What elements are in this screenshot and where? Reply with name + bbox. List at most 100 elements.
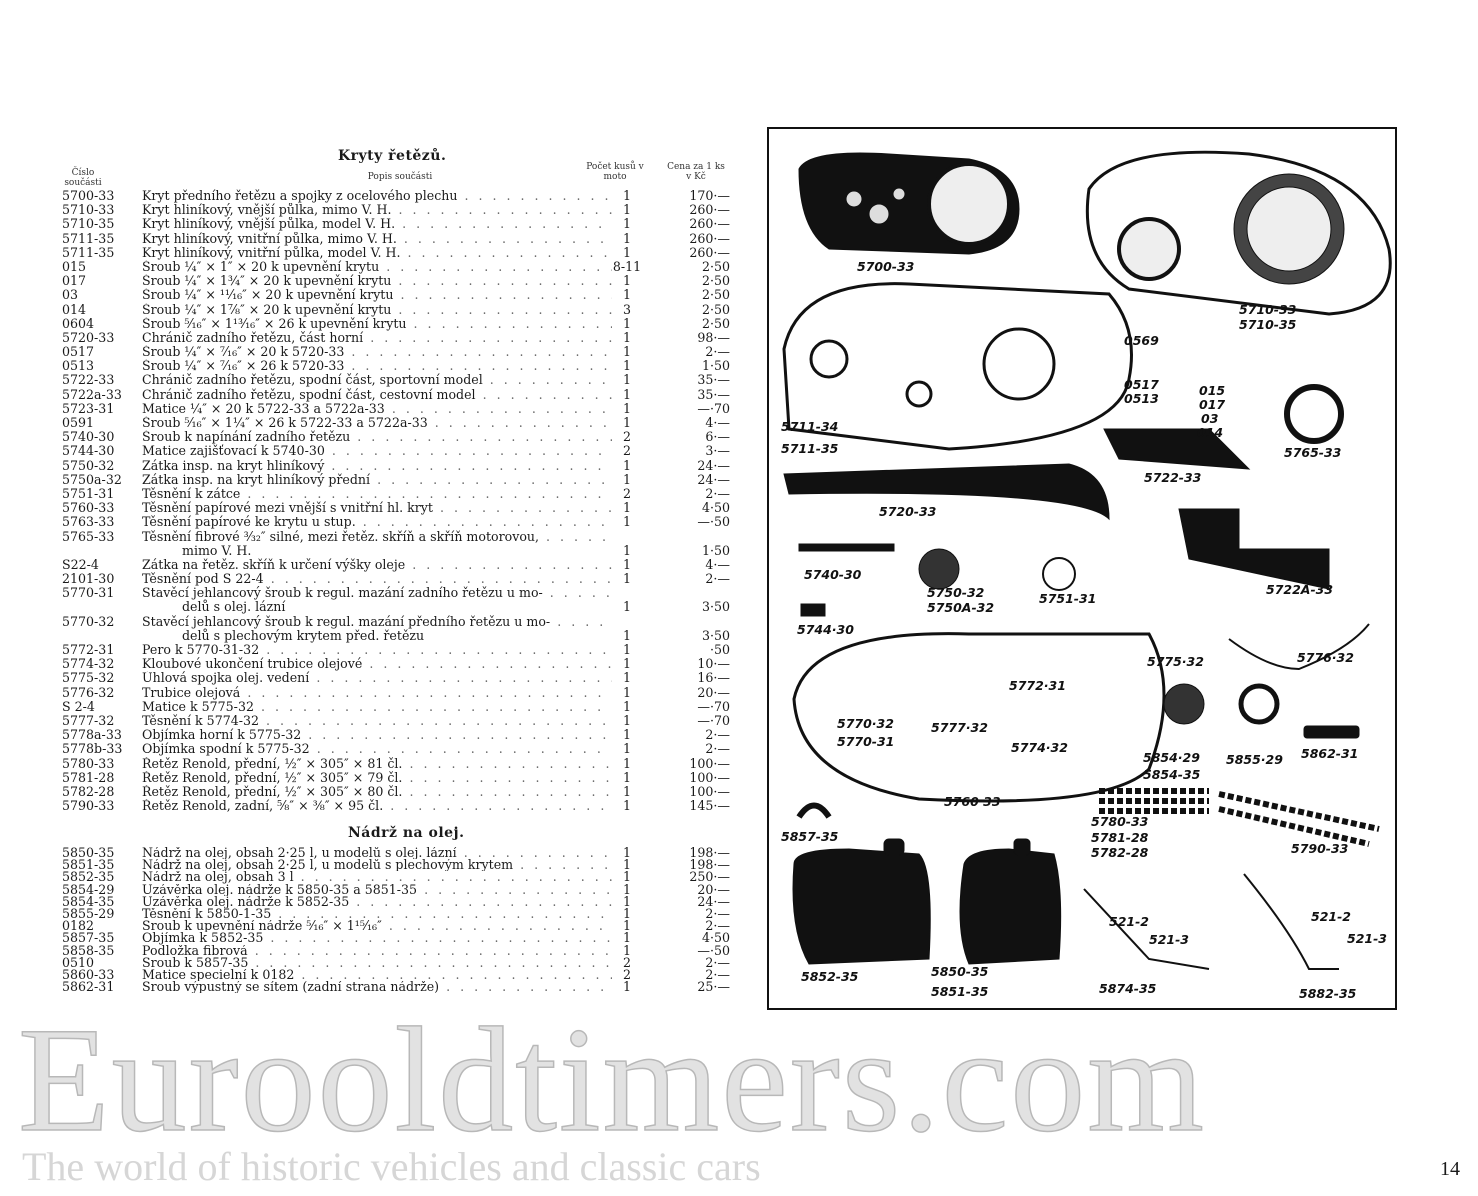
part-number: 5778a-33 bbox=[62, 727, 122, 743]
part-description: Kryt hliníkový, vnitřní půlka, model V. … bbox=[142, 246, 612, 260]
part-quantity: 1 bbox=[622, 857, 631, 873]
part-quantity: 1 bbox=[622, 979, 631, 995]
part-quantity: 1 bbox=[622, 798, 631, 814]
part-quantity: 1 bbox=[622, 881, 631, 897]
part-price: 6·— bbox=[705, 429, 730, 445]
part-price: 2·— bbox=[705, 918, 730, 934]
diagram-part-label: 5855·29 bbox=[1226, 752, 1283, 767]
diagram-part-label: 5774·32 bbox=[1011, 740, 1068, 755]
diagram-part-label: 5782-28 bbox=[1091, 845, 1149, 860]
part-number: 2101-30 bbox=[62, 571, 115, 587]
diagram-part-label: 5770·32 bbox=[837, 716, 894, 731]
part-description: Kryt hliníkový, vnější půlka, mimo V. H. bbox=[142, 203, 612, 217]
part-description: Těsnění papírové ke krytu u stup. bbox=[142, 515, 612, 529]
lower-chain-guard-shape bbox=[1103, 428, 1251, 470]
part-description-continued: delů s olej. lázní bbox=[182, 599, 286, 615]
diagram-part-label: 5854-35 bbox=[1143, 767, 1201, 782]
part-description: Stavěcí jehlancový šroub k regul. mazání… bbox=[142, 586, 612, 600]
part-price: 1·50 bbox=[701, 358, 730, 374]
header-price: Cena za 1 ks v Kč bbox=[667, 162, 725, 182]
part-number: 5780-33 bbox=[62, 755, 115, 771]
diagram-part-label: 0569 bbox=[1124, 333, 1159, 348]
part-number: 5862-31 bbox=[62, 979, 115, 995]
part-quantity: 1 bbox=[622, 329, 631, 345]
part-number: 5765-33 bbox=[62, 528, 115, 544]
part-description: Matice specielní k 0182 bbox=[142, 969, 612, 981]
part-number: 5782-28 bbox=[62, 783, 115, 799]
diagram-part-label: 5750-32 bbox=[927, 585, 985, 600]
part-quantity: 1 bbox=[622, 471, 631, 487]
part-description: Řetěz Renold, přední, ½″ × 305″ × 79 čl. bbox=[142, 771, 612, 785]
table-row: 5770-31 Stavěcí jehlancový šroub k regul.… bbox=[62, 586, 734, 600]
part-number: 5750-32 bbox=[62, 457, 115, 473]
part-quantity: 1 bbox=[622, 244, 631, 260]
part-number: 5778b-33 bbox=[62, 741, 123, 757]
part-description: Objímka k 5852-35 bbox=[142, 932, 612, 944]
part-price: 2·50 bbox=[701, 287, 730, 303]
header-part-number: Číslo součásti bbox=[64, 168, 102, 188]
part-price: 2·50 bbox=[701, 258, 730, 274]
diagram-part-label: 521-3 bbox=[1149, 932, 1189, 947]
part-number: 5710-35 bbox=[62, 216, 115, 232]
part-description: Kryt předního řetězu a spojky z ocelovéh… bbox=[142, 189, 612, 203]
part-number: 5854-29 bbox=[62, 881, 115, 897]
part-quantity: 2 bbox=[622, 954, 631, 970]
part-number: 0591 bbox=[62, 415, 95, 430]
part-quantity: 1 bbox=[622, 599, 631, 615]
part-description: Šroub ⁵⁄₁₆″ × 1¼″ × 26 k 5722-33 a 5722a… bbox=[142, 416, 612, 430]
part-price: 24·— bbox=[697, 893, 730, 909]
part-number: 014 bbox=[62, 301, 87, 317]
chain-covers-table: 5700-33 Kryt předního řetězu a spojky z o… bbox=[62, 188, 734, 814]
part-number: 5770-31 bbox=[62, 585, 115, 601]
diagram-part-label: 5777·32 bbox=[931, 720, 988, 735]
part-quantity: 1 bbox=[622, 230, 631, 246]
part-number: 0604 bbox=[62, 315, 95, 331]
part-description: Zátka na řetěz. skříň k určení výšky ole… bbox=[142, 558, 612, 572]
part-price: 198·— bbox=[689, 857, 730, 873]
part-quantity: 1 bbox=[622, 571, 631, 587]
section-title-chain-covers: Kryty řetězů. bbox=[338, 148, 447, 164]
part-quantity: 1 bbox=[622, 372, 631, 388]
inner-cover-gasket-shape bbox=[782, 282, 1133, 451]
part-description: Těsnění k zátce bbox=[142, 487, 612, 501]
part-description: Zátka insp. na kryt hliníkový přední bbox=[142, 473, 612, 487]
diagram-part-label: 5711-35 bbox=[781, 441, 839, 456]
part-description: Kryt hliníkový, vnější půlka, model V. H… bbox=[142, 217, 612, 231]
part-description-continued: delů s plechovým krytem před. řetězu bbox=[182, 627, 425, 643]
part-number: 5740-30 bbox=[62, 429, 115, 445]
part-description: Zátka insp. na kryt hliníkový bbox=[142, 459, 612, 473]
part-number: 5710-33 bbox=[62, 202, 115, 218]
part-price: 2·— bbox=[705, 905, 730, 921]
upper-chain-guard-shape bbox=[783, 463, 1110, 521]
diagram-part-label: 0517 bbox=[1124, 377, 1159, 392]
oil-pipe-right-shape bbox=[1243, 873, 1339, 970]
diagram-part-label: 5854·29 bbox=[1143, 750, 1200, 765]
diagram-part-label: 017 bbox=[1199, 397, 1226, 412]
part-price: —·70 bbox=[697, 712, 730, 728]
part-price: 100·— bbox=[689, 783, 730, 799]
part-price: 2·50 bbox=[701, 273, 730, 289]
part-description: Šroub ¼″ × 1⅞″ × 20 k upevnění krytu bbox=[142, 303, 612, 317]
part-number: 5700-33 bbox=[62, 188, 115, 203]
part-price: —·50 bbox=[697, 514, 730, 530]
diagram-part-label: 5874-35 bbox=[1099, 981, 1157, 996]
part-description: Stavěcí jehlancový šroub k regul. mazání… bbox=[142, 615, 612, 629]
part-price: 98·— bbox=[697, 329, 730, 345]
part-quantity: 1 bbox=[622, 869, 631, 885]
part-quantity: 2 bbox=[622, 485, 631, 501]
part-quantity: 1 bbox=[622, 344, 631, 360]
part-description: Kryt hliníkový, vnitřní půlka, mimo V. H… bbox=[142, 232, 612, 246]
part-number: 5858-35 bbox=[62, 942, 115, 958]
